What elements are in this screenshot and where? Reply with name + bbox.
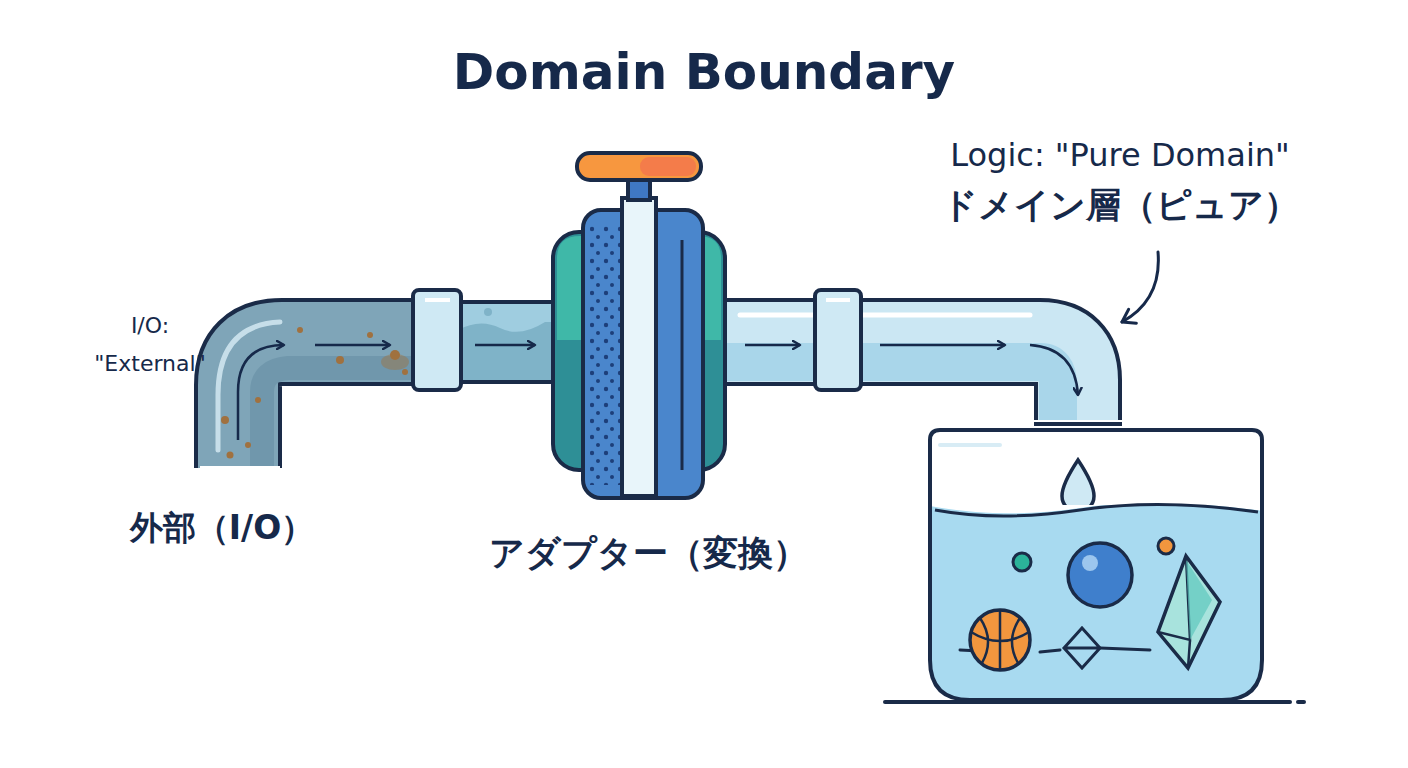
- diagram-title: Domain Boundary: [453, 40, 955, 105]
- domain-layer-label: ドメイン層（ピュア）: [942, 183, 1299, 229]
- external-label: 外部（I/O）: [130, 507, 314, 550]
- domain-label: Logic: "Pure Domain": [950, 135, 1290, 177]
- io-label: I/O: "External": [80, 307, 220, 384]
- adapter-label: アダプター（変換）: [489, 531, 808, 577]
